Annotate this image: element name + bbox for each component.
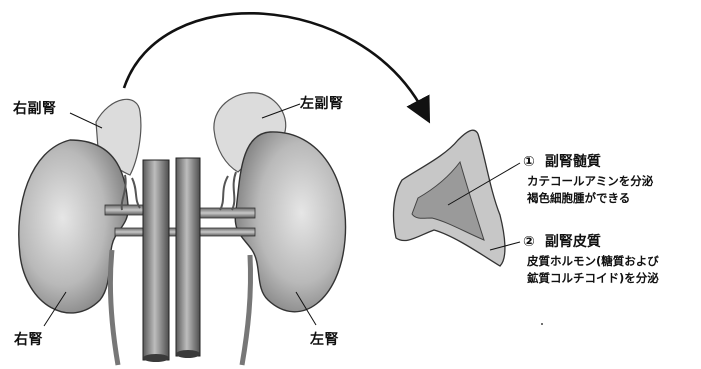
renal-vessel-left bbox=[195, 208, 255, 218]
note-medulla-number: ① bbox=[523, 154, 535, 170]
note-cortex-line-2: 鉱質コルチコイド)を分泌 bbox=[527, 270, 659, 287]
vena-cava bbox=[143, 160, 169, 360]
note-cortex-heading: 副腎皮質 bbox=[545, 234, 601, 250]
note-cortex-title: ② 副腎皮質 bbox=[523, 231, 601, 251]
note-medulla-line-1: カテコールアミンを分泌 bbox=[527, 173, 653, 190]
label-left-adrenal: 左副腎 bbox=[300, 93, 344, 113]
left-ureter bbox=[242, 255, 251, 365]
note-medulla-title: ① 副腎髄質 bbox=[523, 151, 601, 171]
curved-arrow bbox=[124, 13, 424, 112]
small-dot bbox=[541, 323, 543, 325]
label-right-kidney: 右腎 bbox=[14, 329, 43, 349]
right-ureter bbox=[110, 250, 118, 365]
note-cortex-number: ② bbox=[523, 234, 535, 250]
note-medulla-line-2: 褐色細胞腫ができる bbox=[527, 190, 630, 207]
aorta-end bbox=[176, 350, 200, 358]
vena-cava-end bbox=[143, 354, 169, 362]
label-left-kidney: 左腎 bbox=[310, 329, 339, 349]
note-cortex-line-1: 皮質ホルモン(糖質および bbox=[527, 253, 659, 270]
aorta bbox=[176, 158, 200, 356]
adrenal-vessels-left bbox=[220, 172, 236, 210]
label-right-adrenal: 右副腎 bbox=[13, 98, 57, 118]
note-medulla-heading: 副腎髄質 bbox=[545, 154, 601, 170]
